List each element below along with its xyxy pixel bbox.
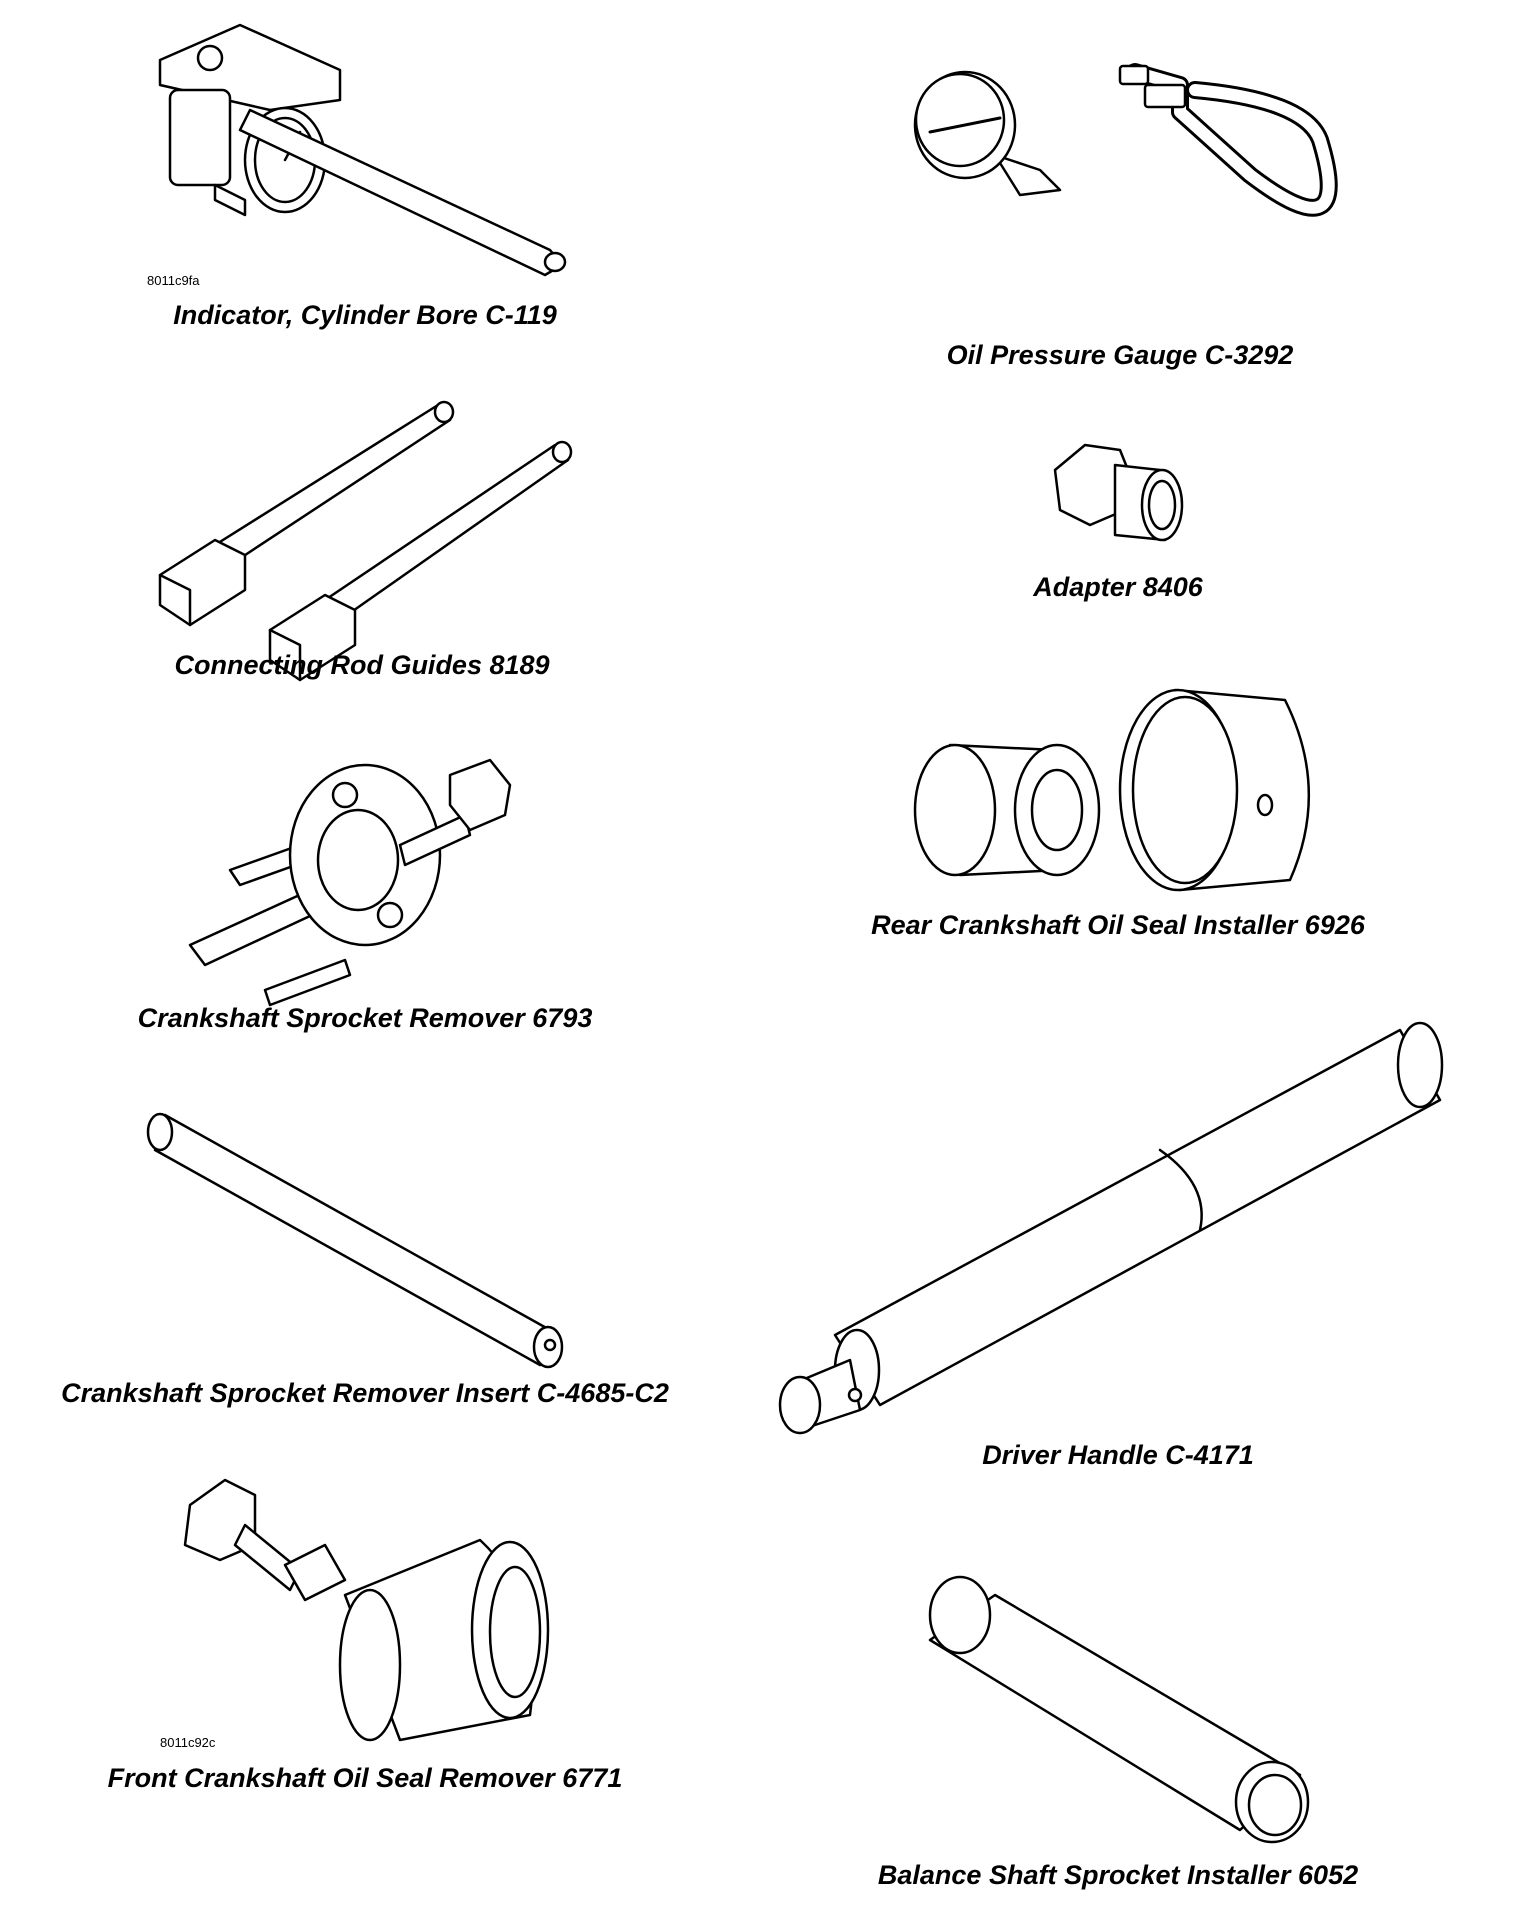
oil-pressure-gauge-illustration <box>913 63 1338 217</box>
connecting-rod-guides-illustration <box>158 400 573 682</box>
image-code-bottom: 8011c92c <box>160 1735 216 1750</box>
caption-crankshaft-sprocket-remover-insert: Crankshaft Sprocket Remover Insert C-468… <box>61 1378 669 1408</box>
adapter-illustration <box>1053 443 1184 542</box>
caption-driver-handle: Driver Handle C-4171 <box>982 1440 1254 1470</box>
front-crankshaft-oil-seal-remover-illustration <box>183 1478 550 1742</box>
caption-front-crankshaft-oil-seal-remover: Front Crankshaft Oil Seal Remover 6771 <box>107 1763 623 1793</box>
driver-handle-illustration <box>778 1021 1444 1435</box>
crankshaft-sprocket-remover-illustration <box>188 758 512 1007</box>
caption-crankshaft-sprocket-remover: Crankshaft Sprocket Remover 6793 <box>137 1003 593 1033</box>
image-code-top: 8011c9fa <box>147 273 200 288</box>
cylinder-bore-indicator-illustration <box>158 23 567 277</box>
caption-oil-pressure-gauge: Oil Pressure Gauge C-3292 <box>946 340 1294 370</box>
balance-shaft-sprocket-installer-illustration <box>928 1575 1310 1844</box>
caption-adapter: Adapter 8406 <box>1033 572 1203 602</box>
caption-cylinder-bore-indicator: Indicator, Cylinder Bore C-119 <box>173 300 557 330</box>
caption-connecting-rod-guides: Connecting Rod Guides 8189 <box>174 650 550 680</box>
crankshaft-sprocket-remover-insert-illustration <box>146 1112 564 1369</box>
caption-rear-crankshaft-oil-seal-installer: Rear Crankshaft Oil Seal Installer 6926 <box>871 910 1365 940</box>
caption-balance-shaft-sprocket-installer: Balance Shaft Sprocket Installer 6052 <box>877 1860 1359 1890</box>
rear-crankshaft-oil-seal-installer-illustration <box>913 688 1310 892</box>
